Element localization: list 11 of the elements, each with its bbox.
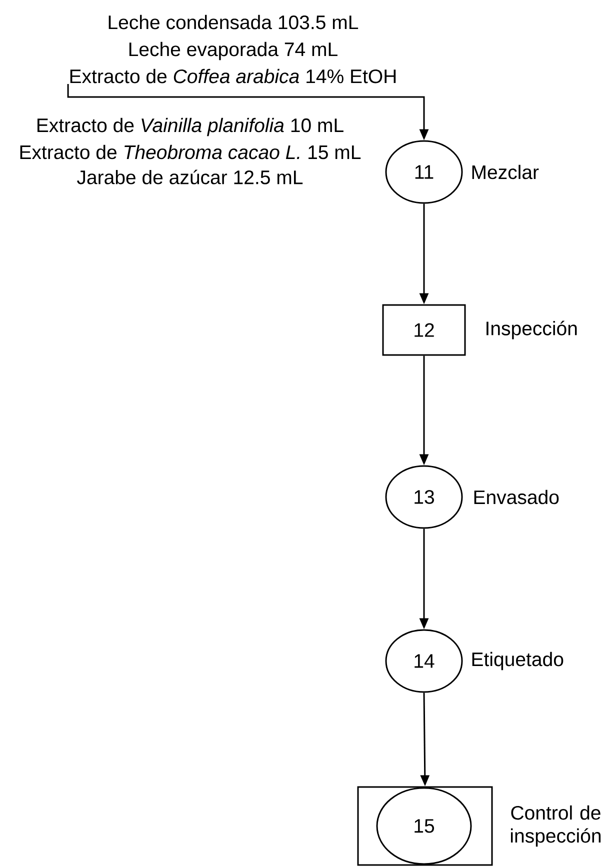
step-box [357,786,493,866]
step-box: 12 [382,304,466,356]
step-label: Envasado [474,490,559,504]
step-label: Inspección [486,320,577,340]
ingredient-label: Extracto de Vainilla planifolia 10 mL [38,118,344,136]
ingredient-list: Leche condensada 103.5 mL Leche evaporada 74 mL Extracto de Coffea arabica 14% EtOH [70,14,396,84]
ingredient-label: Extracto de Theobroma cacao L. 15 mL [20,144,361,160]
step-label: Mezclar [472,164,539,180]
step-label: Etiquetado [472,652,564,670]
step-label: Control de inspección [511,805,601,847]
ingredient-label: Jarabe de azúcar 12.5 mL [77,170,303,184]
